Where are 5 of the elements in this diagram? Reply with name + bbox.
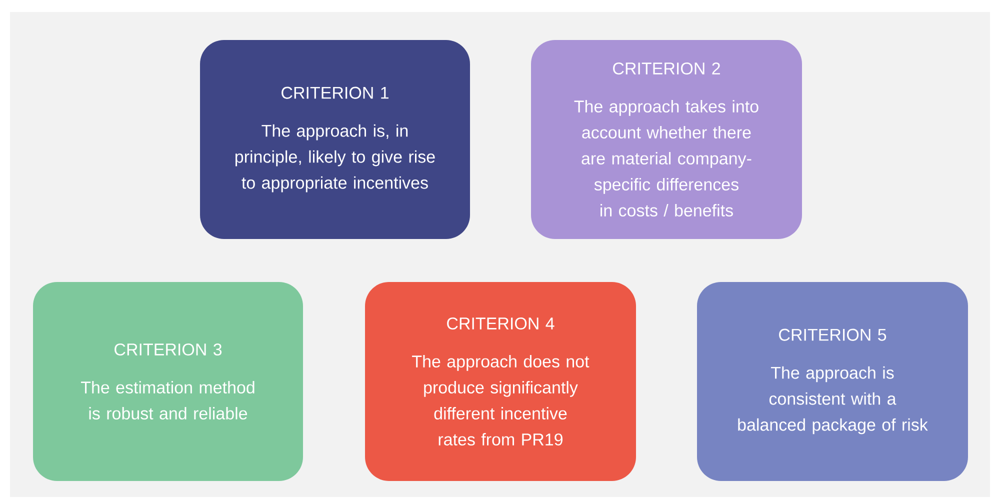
criterion-box: CRITERION 1 The approach is, in principle, likely to give rise to appropriate incentives xyxy=(200,40,470,239)
criterion-box: CRITERION 4 The approach does not produce significantly different incentive rates from PR19 xyxy=(365,282,636,481)
criterion-box: CRITERION 5 The approach is consistent with a balanced package of risk xyxy=(697,282,968,481)
criterion-box: CRITERION 2 The approach takes into account whether there are material company-specific differences in costs / benefits xyxy=(531,40,802,239)
criterion-box: CRITERION 3 The estimation method is robust and reliable xyxy=(33,282,303,481)
